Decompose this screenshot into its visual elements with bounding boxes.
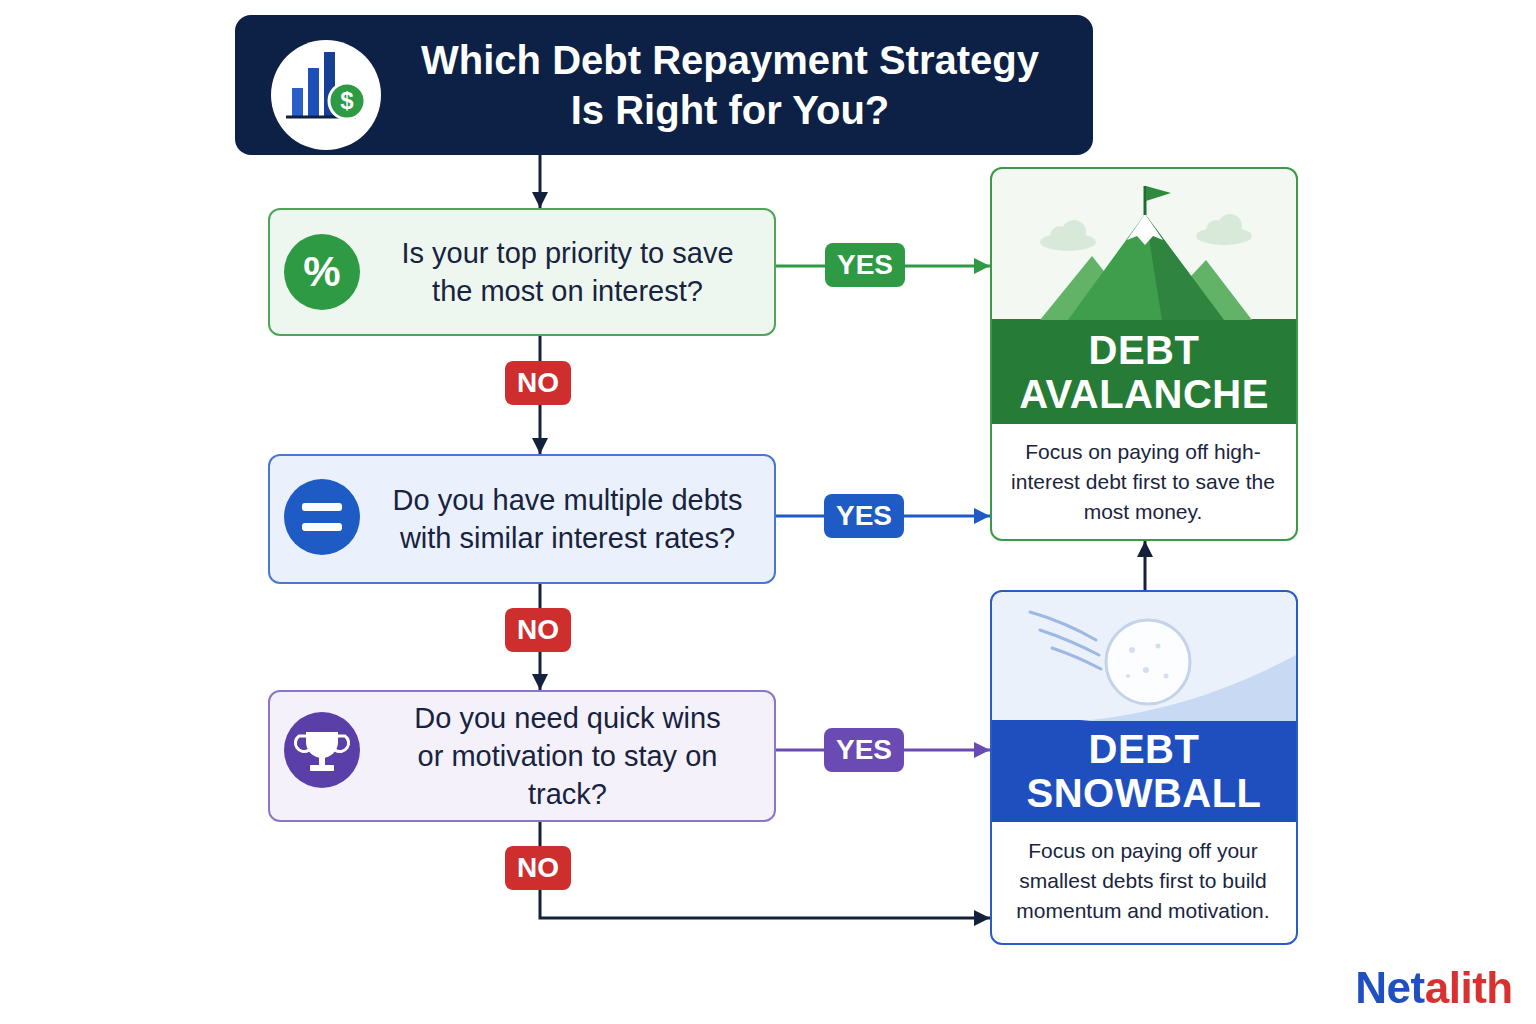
result-card: DEBT AVALANCHEFocus on paying off high-i…	[990, 167, 1298, 541]
trophy-base	[310, 765, 334, 771]
card-heading: DEBT SNOWBALL	[992, 720, 1296, 822]
trophy-cup	[306, 732, 338, 758]
snow-slope	[1080, 655, 1296, 721]
flow-arrow	[776, 265, 990, 268]
coin-circle	[329, 83, 365, 119]
flag	[1146, 186, 1171, 201]
cloud-part	[1040, 233, 1096, 251]
motion-line	[1040, 630, 1099, 655]
motion-line	[1052, 648, 1101, 669]
snowball-illustration	[1030, 612, 1296, 721]
decision-box: Do you have multiple debts with similar …	[268, 454, 776, 584]
question-text: Do you need quick wins or motivation to …	[400, 699, 735, 813]
chart-bar	[292, 88, 303, 116]
trophy-handle	[335, 736, 349, 752]
icon-circle	[271, 40, 381, 150]
decision-box: Do you need quick wins or motivation to …	[268, 690, 776, 822]
icon-circle	[284, 712, 360, 788]
snow-dot	[1126, 674, 1130, 678]
equals-bar	[302, 523, 342, 531]
title-icon	[271, 40, 381, 150]
cloud-part	[1206, 220, 1226, 240]
motion-line	[1030, 612, 1096, 640]
answer-badge: NO	[505, 608, 571, 652]
snow-dot	[1156, 644, 1161, 649]
question-text: Is your top priority to save the most on…	[380, 234, 755, 310]
brand-watermark: Netalith	[1355, 964, 1512, 1012]
snowball	[1106, 620, 1190, 704]
trophy-handle	[295, 736, 309, 752]
chart-bar	[308, 68, 319, 116]
flow-arrow	[776, 749, 990, 752]
icon-circle	[284, 479, 360, 555]
flow-arrow	[776, 515, 990, 518]
cloud-part	[1062, 220, 1086, 244]
icon-circle	[284, 234, 360, 310]
title-text: Which Debt Repayment Strategy Is Right f…	[405, 35, 1055, 135]
snow-dot	[1143, 667, 1149, 673]
chart-axis	[286, 116, 356, 119]
equals-bar	[302, 503, 342, 511]
flow-arrow	[539, 584, 542, 690]
card-description: Focus on paying off your smallest debts …	[1009, 822, 1277, 940]
flow-arrow	[1144, 541, 1147, 590]
cloud-part	[1050, 226, 1070, 246]
question-text: Do you have multiple debts with similar …	[380, 481, 755, 557]
snow-dot	[1164, 674, 1169, 679]
cloud-part	[1196, 227, 1252, 245]
flow-arrow	[539, 336, 542, 454]
trophy-stem	[319, 756, 325, 765]
answer-badge: NO	[505, 361, 571, 405]
answer-badge: YES	[824, 494, 904, 538]
mountain	[1068, 214, 1224, 320]
card-heading: DEBT AVALANCHE	[992, 319, 1296, 424]
percent-icon	[284, 234, 360, 310]
title-box: Which Debt Repayment Strategy Is Right f…	[235, 15, 1093, 155]
cloud	[1040, 220, 1096, 251]
trophy-icon	[284, 712, 360, 788]
cloud-part	[1218, 214, 1242, 238]
mountain-shade	[1145, 214, 1224, 320]
equals-icon	[284, 479, 360, 555]
snow-dot	[1129, 647, 1135, 653]
result-card: DEBT SNOWBALLFocus on paying off your sm…	[990, 590, 1298, 945]
snow-cap	[1127, 214, 1163, 245]
decision-box: Is your top priority to save the most on…	[268, 208, 776, 336]
chart-bar	[324, 52, 335, 116]
answer-badge: NO	[505, 846, 571, 890]
card-description: Focus on paying off high-interest debt f…	[1009, 425, 1277, 539]
cloud	[1196, 214, 1252, 245]
flow-arrow	[539, 155, 542, 208]
mountain	[1040, 256, 1142, 320]
flag-pole	[1144, 186, 1147, 215]
flow-arrow	[540, 822, 990, 918]
answer-badge: YES	[824, 728, 904, 772]
mountain	[1150, 260, 1252, 320]
answer-badge: YES	[825, 243, 905, 287]
mountain-illustration	[1040, 186, 1252, 320]
